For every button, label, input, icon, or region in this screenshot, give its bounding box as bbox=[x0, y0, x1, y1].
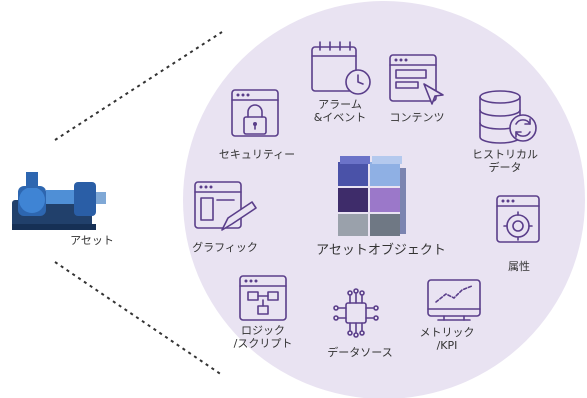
center-object-label: アセットオブジェクト bbox=[316, 243, 446, 258]
node-label-line: /スクリプト bbox=[233, 337, 293, 350]
dotted-connector-top bbox=[54, 31, 223, 141]
node-label-content: コンテンツ bbox=[385, 111, 449, 124]
node-label-line: /KPI bbox=[436, 339, 458, 352]
node-label-line: セキュリティー bbox=[218, 148, 296, 161]
node-label-line: ヒストリカル bbox=[472, 148, 538, 161]
node-label-line: データソース bbox=[327, 346, 393, 359]
content-icon bbox=[389, 54, 444, 105]
node-label-line: 属性 bbox=[508, 260, 530, 273]
security-icon bbox=[231, 89, 279, 137]
asset-label: アセット bbox=[70, 234, 114, 247]
metric-kpi-icon bbox=[427, 279, 481, 321]
object-cube-icon bbox=[338, 156, 406, 236]
node-label-line: コンテンツ bbox=[389, 111, 445, 124]
node-label-security: セキュリティー bbox=[212, 148, 302, 161]
graphic-icon bbox=[194, 181, 257, 231]
node-label-line: アラーム bbox=[318, 98, 362, 111]
pump-icon bbox=[12, 172, 106, 230]
node-label-line: データ bbox=[488, 161, 522, 174]
historical-data-icon bbox=[479, 90, 537, 144]
node-label-logic-script: ロジック /スクリプト bbox=[226, 324, 300, 350]
node-label-line: &イベント bbox=[313, 111, 367, 124]
data-source-icon bbox=[333, 288, 379, 338]
node-label-data-source: データソース bbox=[320, 346, 400, 359]
dotted-connector-bottom bbox=[54, 261, 223, 376]
node-label-graphic: グラフィック bbox=[180, 241, 270, 254]
attribute-icon bbox=[496, 195, 540, 243]
node-label-line: グラフィック bbox=[192, 241, 258, 254]
node-label-line: メトリック bbox=[419, 326, 475, 339]
node-label-historical-data: ヒストリカル データ bbox=[460, 148, 550, 174]
node-label-alarm-event: アラーム &イベント bbox=[300, 98, 380, 124]
alarm-event-icon bbox=[311, 41, 371, 95]
node-label-attribute: 属性 bbox=[496, 260, 542, 273]
logic-script-icon bbox=[239, 275, 287, 321]
node-label-line: ロジック bbox=[241, 324, 285, 337]
node-label-metric-kpi: メトリック /KPI bbox=[412, 326, 482, 352]
